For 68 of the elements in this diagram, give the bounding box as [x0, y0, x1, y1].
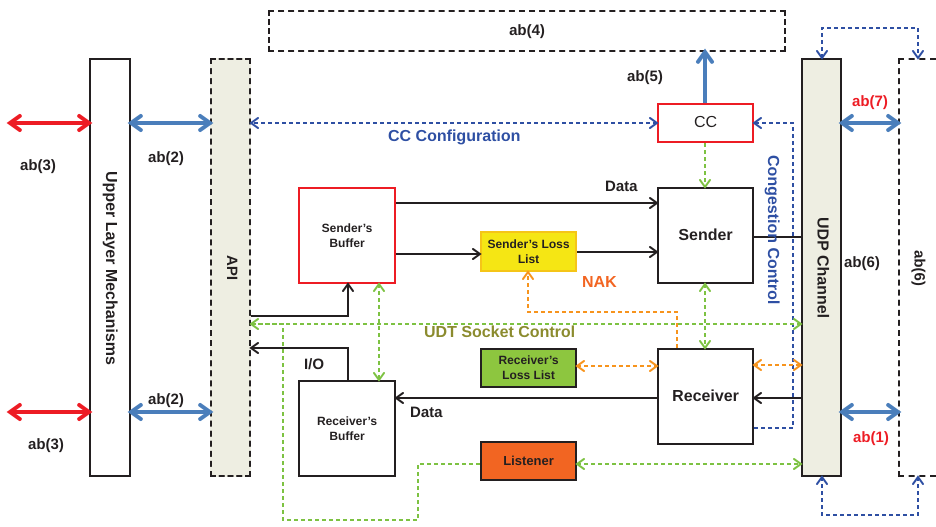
node-label: ab(6) — [909, 250, 928, 286]
node-label: Sender’s Buffer — [320, 220, 374, 250]
dashed-box — [898, 58, 936, 477]
arrow — [699, 143, 711, 188]
connector-line — [754, 236, 801, 238]
arrow — [753, 359, 802, 371]
arrow — [250, 117, 658, 129]
arrow — [753, 392, 801, 404]
edge-label: I/O — [304, 357, 324, 372]
process-box — [480, 441, 577, 481]
port-label: ab(3) — [28, 437, 64, 452]
edge-label: CC Configuration — [388, 129, 520, 145]
arrow — [395, 392, 657, 404]
arrow — [699, 283, 711, 349]
arrow — [373, 283, 385, 381]
port-label: ab(7) — [852, 94, 888, 109]
node-label: CC — [692, 113, 718, 133]
arrow — [840, 114, 900, 132]
edge-label: Data — [605, 179, 638, 194]
port-label: ab(5) — [627, 69, 663, 84]
edge-label: UDT Socket Control — [424, 325, 576, 341]
arrow — [250, 318, 802, 330]
node-label: Listener — [502, 452, 555, 470]
arrow — [576, 360, 658, 372]
arrow — [250, 342, 349, 380]
port-label: ab(3) — [20, 158, 56, 173]
port-label: ab(2) — [148, 150, 184, 165]
arrow — [129, 403, 212, 421]
channel-bar — [801, 58, 842, 477]
arrow — [129, 114, 212, 132]
port-label: ab(6) — [844, 255, 880, 270]
arrow — [840, 403, 900, 421]
process-box — [480, 348, 577, 388]
edge-label: Data — [410, 405, 443, 420]
arrow — [8, 114, 91, 132]
process-box — [298, 187, 396, 284]
arrow — [577, 246, 658, 258]
node-label: Sender’s Loss List — [486, 236, 571, 266]
node-label: Upper Layer Mechanisms — [101, 170, 120, 364]
node-label: Receiver — [671, 386, 740, 406]
node-label: Receiver’s Buffer — [316, 414, 378, 444]
layer-bar — [89, 58, 131, 477]
arrow — [396, 197, 658, 209]
arrow — [816, 476, 924, 516]
node-label: Receiver’s Loss List — [497, 353, 560, 383]
api-bar — [210, 58, 251, 477]
process-box — [657, 103, 754, 143]
port-label: ab(2) — [148, 392, 184, 407]
process-box — [657, 348, 754, 445]
arrow — [816, 27, 924, 59]
node-label: Sender — [677, 226, 734, 246]
node-label: API — [222, 254, 240, 280]
arrow — [8, 403, 91, 421]
arrow — [576, 458, 802, 470]
arrow — [753, 117, 794, 429]
process-box — [298, 380, 396, 477]
dashed-box — [268, 10, 786, 52]
arrow — [251, 283, 354, 317]
process-box — [657, 187, 754, 284]
port-label: ab(1) — [853, 430, 889, 445]
edge-label: NAK — [582, 275, 617, 291]
node-label: UDP Channel — [812, 216, 832, 318]
node-label: ab(4) — [508, 22, 546, 40]
process-box — [480, 231, 577, 272]
arrow — [696, 50, 714, 103]
arrow — [522, 271, 678, 348]
arrow — [396, 248, 481, 260]
edge-label: Congestion Control — [764, 155, 780, 304]
